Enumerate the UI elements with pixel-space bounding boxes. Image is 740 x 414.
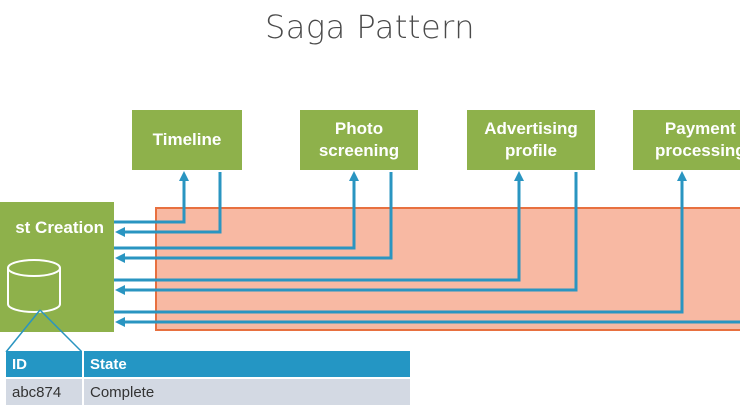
arrow-from-timeline bbox=[115, 172, 222, 237]
arrow-to-timeline bbox=[114, 171, 189, 224]
header-state: State bbox=[82, 351, 410, 377]
timeline-service: Timeline bbox=[132, 110, 242, 170]
saga-state-table: ID State abc874 Complete bbox=[6, 351, 410, 405]
payment-processing-service: Payment processing bbox=[633, 110, 740, 170]
arrow-from-photo-screening bbox=[115, 172, 393, 263]
table-header-row: ID State bbox=[6, 351, 410, 377]
slide-title: Saga Pattern bbox=[264, 8, 476, 46]
photo-screening-service: Photo screening bbox=[300, 110, 418, 170]
cell-state: Complete bbox=[82, 379, 410, 405]
db-table-callout bbox=[5, 309, 83, 353]
arrow-from-advertising-profile bbox=[115, 172, 578, 295]
cell-id: abc874 bbox=[12, 383, 62, 401]
advertising-profile-service: Advertising profile bbox=[467, 110, 595, 170]
saga-band bbox=[155, 207, 740, 331]
header-id: ID bbox=[12, 355, 27, 373]
arrow-to-advertising-profile bbox=[114, 171, 524, 282]
table-row: abc874 Complete bbox=[6, 377, 410, 405]
database-icon bbox=[7, 259, 61, 313]
post-creation-label: st Creation bbox=[15, 218, 104, 237]
arrow-to-payment-processing bbox=[114, 171, 687, 314]
arrow-to-photo-screening bbox=[114, 171, 359, 250]
